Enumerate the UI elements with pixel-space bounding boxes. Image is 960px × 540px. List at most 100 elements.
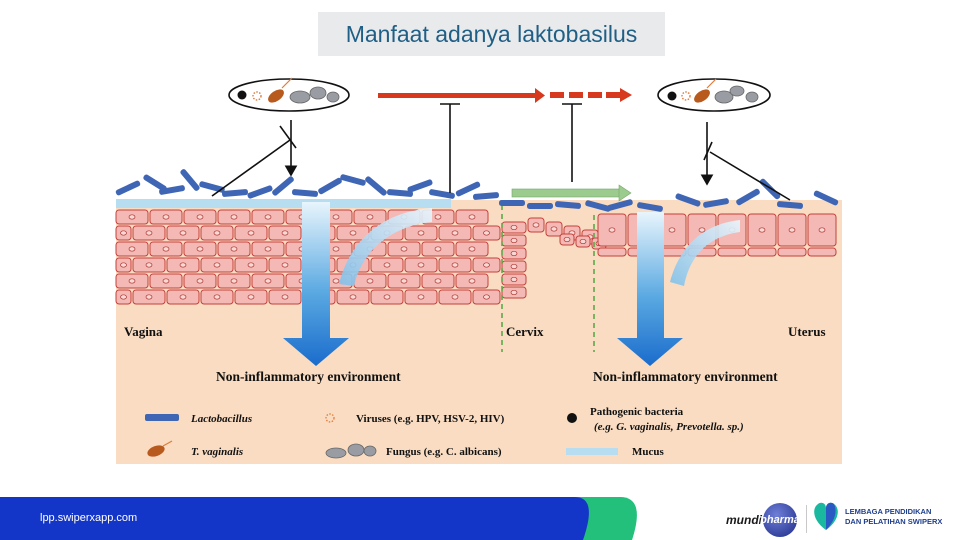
lactobacillus — [527, 203, 553, 209]
cell-nucleus — [230, 246, 238, 252]
label-uterus: Uterus — [788, 324, 826, 339]
cell-nucleus — [483, 262, 490, 268]
cell-nucleus — [349, 294, 357, 300]
cell-nucleus — [179, 230, 187, 236]
lactobacillus — [776, 201, 804, 209]
cell-nucleus — [332, 278, 340, 284]
cell-nucleus — [247, 262, 255, 268]
label-cervix: Cervix — [506, 324, 544, 339]
legend-tvaginalis: T. vaginalis — [191, 446, 243, 458]
cell-nucleus — [162, 214, 170, 220]
cell-nucleus — [510, 237, 518, 244]
legend-lactobacillus: Lactobacillus — [190, 413, 252, 425]
legend-mucus: Mucus — [632, 446, 665, 458]
lactobacillus — [180, 169, 200, 191]
cell-nucleus — [230, 214, 238, 220]
cell-nucleus — [668, 227, 676, 233]
cell-nucleus — [510, 289, 518, 296]
legend-pathogenic-line2: (e.g. G. vaginalis, Prevotella. sp.) — [594, 421, 744, 433]
cell-nucleus — [434, 246, 442, 252]
lactobacillus — [221, 189, 249, 197]
cell-nucleus — [264, 278, 272, 284]
cell-nucleus — [281, 262, 289, 268]
cell-nucleus — [196, 214, 204, 220]
cell-nucleus — [332, 214, 340, 220]
cell-nucleus — [247, 294, 255, 300]
cell-nucleus — [510, 276, 518, 283]
swiperx-heart-icon — [814, 502, 838, 530]
cell-nucleus — [264, 246, 272, 252]
cell-nucleus — [563, 236, 571, 243]
red-progression-arrow — [378, 88, 632, 103]
lactobacillus — [318, 177, 342, 195]
vagina-curve-arrow — [339, 208, 432, 286]
cell-nucleus — [758, 227, 766, 233]
lactobacillus — [554, 201, 582, 209]
uterus-down-arrow — [617, 212, 683, 366]
lactobacillus — [143, 174, 167, 192]
lactobacillus — [115, 180, 141, 196]
cell-nucleus — [213, 294, 221, 300]
cell-nucleus — [451, 294, 459, 300]
cell-nucleus — [608, 227, 616, 233]
cell-nucleus — [213, 262, 221, 268]
cell-nucleus — [550, 226, 558, 232]
legend-pathogenic-line1: Pathogenic bacteria — [590, 406, 684, 418]
lactobacillus — [272, 176, 294, 196]
cell-nucleus — [145, 294, 153, 300]
cell-nucleus — [162, 246, 170, 252]
cell-nucleus — [532, 222, 540, 228]
green-arrow — [511, 184, 632, 202]
lactobacillus — [455, 181, 481, 197]
lactobacillus — [429, 189, 455, 199]
cell-nucleus — [230, 278, 238, 284]
lactobacillus — [703, 198, 729, 208]
cell-nucleus — [120, 294, 127, 300]
lactobacillus — [340, 174, 366, 186]
cell-nucleus — [468, 214, 476, 220]
cell-nucleus — [145, 230, 153, 236]
cell-nucleus — [128, 278, 136, 284]
slide-title-box: Manfaat adanya laktobasilus — [318, 12, 665, 56]
basal-cell — [597, 247, 627, 257]
cell-nucleus — [434, 214, 442, 220]
cell-nucleus — [383, 294, 391, 300]
basal-cell — [807, 247, 837, 257]
legend-viruses: Viruses (e.g. HPV, HSV-2, HIV) — [356, 413, 505, 425]
legend-fungus-icon-b — [347, 443, 365, 457]
cell-nucleus — [281, 294, 289, 300]
uterus-curve-arrow — [670, 220, 740, 286]
cell-nucleus — [349, 230, 357, 236]
legend-fungus-icon-a — [325, 447, 347, 459]
lpp-logo-text: LEMBAGA PENDIDIKAN DAN PELATIHAN SWIPERX — [845, 507, 942, 527]
mucus-layer — [116, 199, 451, 208]
label-env-right: Non-inflammatory environment — [593, 369, 778, 384]
legend-bacteria-icon — [567, 413, 577, 423]
mundipharma-logo: mundi pharma — [726, 503, 800, 537]
legend-virus-icon — [325, 413, 335, 423]
footer-logo-divider — [806, 505, 807, 533]
cell-nucleus — [510, 250, 518, 257]
mundi-text: mundi — [726, 513, 762, 527]
lactobacillus-layer — [115, 169, 839, 212]
lactobacillus — [675, 193, 701, 207]
lactobacillus — [499, 200, 525, 206]
lactobacillus — [607, 199, 633, 211]
lpp-logo: LEMBAGA PENDIDIKAN DAN PELATIHAN SWIPERX — [812, 505, 942, 529]
cell-nucleus — [179, 262, 187, 268]
cell-nucleus — [196, 278, 204, 284]
legend-tvaginalis-icon — [147, 445, 165, 457]
cell-nucleus — [196, 246, 204, 252]
lactobacillus — [759, 178, 781, 200]
cell-nucleus — [451, 262, 459, 268]
footer-url[interactable]: lpp.swiperxapp.com — [40, 512, 138, 524]
cell-nucleus — [366, 214, 374, 220]
pathogen-cluster-right — [657, 78, 771, 112]
cell-nucleus — [579, 238, 587, 245]
slide-title: Manfaat adanya laktobasilus — [345, 20, 638, 47]
cell-nucleus — [213, 230, 221, 236]
cell-nucleus — [128, 246, 136, 252]
legend: Lactobacillus Viruses (e.g. HPV, HSV-2, … — [145, 406, 744, 459]
lactobacillus — [637, 202, 663, 212]
